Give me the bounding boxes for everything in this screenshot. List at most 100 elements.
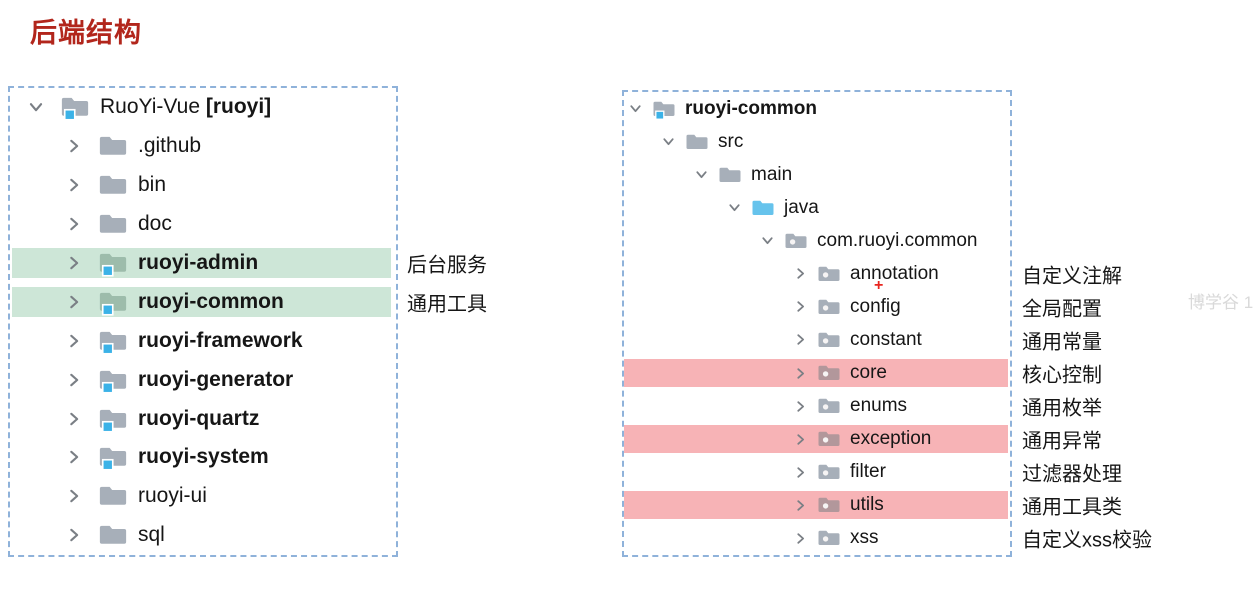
tree-item-label: ruoyi-common: [138, 289, 284, 313]
chevron-right-icon[interactable]: [64, 332, 84, 350]
chevron-right-icon[interactable]: [64, 215, 84, 233]
chevron-down-icon[interactable]: [758, 233, 776, 248]
chevron-right-icon[interactable]: [791, 465, 809, 480]
module-folder-icon: [98, 288, 128, 316]
module-folder-icon: [652, 98, 676, 120]
item-annotation: 通用工具类: [1022, 496, 1122, 519]
tree-item-sql[interactable]: sql: [10, 516, 396, 555]
item-annotation: 通用工具: [407, 293, 487, 316]
item-annotation: 后台服务: [407, 254, 487, 277]
chevron-right-icon[interactable]: [64, 176, 84, 194]
tree-item-config[interactable]: config 全局配置: [624, 290, 1102, 323]
folder-icon: [98, 521, 128, 549]
tree-item-label: doc: [138, 212, 172, 236]
tree-item-filter[interactable]: filter 过滤器处理: [624, 456, 1122, 489]
item-annotation: 通用常量: [1022, 331, 1102, 354]
tree-item-src[interactable]: src: [624, 125, 1010, 158]
package-icon: [817, 527, 841, 549]
tree-item-com.ruoyi.common[interactable]: com.ruoyi.common: [624, 224, 1010, 257]
chevron-right-icon[interactable]: [64, 526, 84, 544]
chevron-down-icon[interactable]: [725, 200, 743, 215]
item-annotation: 通用枚举: [1022, 397, 1102, 420]
tree-item-label: annotation: [850, 262, 939, 284]
right-common-module-tree-panel: ruoyi-common src main java com.ruoyi.com…: [622, 90, 1152, 557]
tree-item-ruoyi-quartz[interactable]: ruoyi-quartz: [10, 399, 396, 438]
chevron-right-icon[interactable]: [64, 254, 84, 272]
item-annotation: 过滤器处理: [1022, 463, 1122, 486]
tree-item-label: ruoyi-common: [685, 97, 817, 119]
chevron-right-icon[interactable]: [64, 410, 84, 428]
chevron-down-icon[interactable]: [692, 167, 710, 182]
tree-item-utils[interactable]: utils 通用工具类: [624, 489, 1122, 522]
chevron-right-icon[interactable]: [791, 399, 809, 414]
item-annotation: 全局配置: [1022, 298, 1102, 321]
tree-item-label: RuoYi-Vue [ruoyi]: [100, 95, 272, 119]
tree-item-annotation[interactable]: annotation 自定义注解: [624, 257, 1122, 290]
tree-item-label: com.ruoyi.common: [817, 229, 978, 251]
chevron-down-icon[interactable]: [659, 134, 677, 149]
tree-item-ruoyi-common[interactable]: ruoyi-common: [624, 92, 1010, 125]
package-icon: [817, 461, 841, 483]
tree-item-bin[interactable]: bin: [10, 166, 396, 205]
package-icon: [817, 263, 841, 285]
package-icon: [817, 428, 841, 450]
folder-icon: [98, 482, 128, 510]
tree-item-label: utils: [850, 494, 884, 516]
tree-item-enums[interactable]: enums 通用枚举: [624, 390, 1102, 423]
tree-item-label: enums: [850, 395, 908, 417]
red-plus-cursor: +: [874, 277, 884, 294]
tree-item-main[interactable]: main: [624, 158, 1010, 191]
chevron-right-icon[interactable]: [791, 366, 809, 381]
tree-item-label: ruoyi-system: [138, 445, 269, 469]
tree-item-doc[interactable]: doc: [10, 205, 396, 244]
chevron-right-icon[interactable]: [791, 432, 809, 447]
tree-item-label: config: [850, 295, 901, 317]
tree-item-.github[interactable]: .github: [10, 127, 396, 166]
chevron-right-icon[interactable]: [64, 293, 84, 311]
chevron-right-icon[interactable]: [64, 371, 84, 389]
chevron-right-icon[interactable]: [64, 137, 84, 155]
item-annotation: 自定义注解: [1022, 265, 1122, 288]
tree-item-RuoYi-Vue[interactable]: RuoYi-Vue [ruoyi]: [10, 88, 396, 127]
folder-icon: [98, 210, 128, 238]
folder-icon: [98, 132, 128, 160]
module-folder-icon: [60, 93, 90, 121]
chevron-right-icon[interactable]: [791, 299, 809, 314]
module-folder-icon: [98, 366, 128, 394]
tree-item-label: filter: [850, 461, 886, 483]
tree-item-ruoyi-framework[interactable]: ruoyi-framework: [10, 321, 396, 360]
folder-icon: [98, 171, 128, 199]
chevron-right-icon[interactable]: [791, 531, 809, 546]
module-folder-icon: [98, 405, 128, 433]
chevron-right-icon[interactable]: [791, 498, 809, 513]
chevron-down-icon[interactable]: [626, 101, 644, 116]
tree-item-label: xss: [850, 527, 879, 549]
package-icon: [817, 296, 841, 318]
chevron-down-icon[interactable]: [26, 98, 46, 116]
chevron-right-icon[interactable]: [64, 448, 84, 466]
chevron-right-icon[interactable]: [791, 332, 809, 347]
tree-item-label: bin: [138, 173, 167, 197]
tree-item-label: java: [784, 196, 819, 218]
tree-item-label: ruoyi-ui: [138, 484, 207, 508]
tree-item-ruoyi-common[interactable]: ruoyi-common 通用工具: [10, 282, 487, 321]
module-folder-icon: [98, 327, 128, 355]
tree-item-ruoyi-ui[interactable]: ruoyi-ui: [10, 477, 396, 516]
tree-item-ruoyi-generator[interactable]: ruoyi-generator: [10, 360, 396, 399]
page-title: 后端结构: [30, 18, 142, 48]
tree-item-label: core: [850, 362, 887, 384]
tree-item-java[interactable]: java: [624, 191, 1010, 224]
chevron-right-icon[interactable]: [791, 266, 809, 281]
tree-item-ruoyi-system[interactable]: ruoyi-system: [10, 438, 396, 477]
package-icon: [817, 329, 841, 351]
chevron-right-icon[interactable]: [64, 487, 84, 505]
package-icon: [817, 494, 841, 516]
left-project-tree-panel: RuoYi-Vue [ruoyi] .github bin doc ruoyi-…: [8, 86, 487, 557]
tree-item-label: src: [718, 130, 744, 152]
